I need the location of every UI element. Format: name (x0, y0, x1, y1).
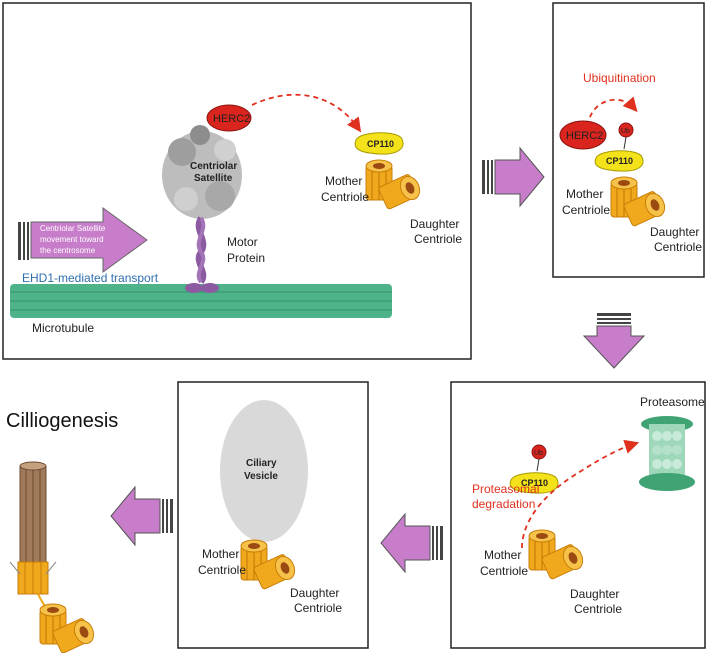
arrow-to-panel-2 (481, 147, 545, 207)
cp110-blob-2 (594, 150, 644, 172)
herc2-move-arrow (251, 93, 362, 133)
cp110-label-2: CP110 (606, 156, 633, 166)
microtubule-graphic (10, 284, 392, 318)
ub-label-2: Ub (621, 128, 630, 135)
centriolar-satellite-graphic (162, 125, 242, 219)
herc2-ellipse-2 (559, 120, 607, 150)
herc2-label-2: HERC2 (566, 130, 603, 142)
centriole-pair-1 (365, 159, 424, 211)
panel-4-frame (177, 381, 369, 649)
herc2-ellipse-1 (206, 104, 252, 132)
proteasome-graphic (639, 416, 695, 491)
ubiquitination-label: Ubiquitination (583, 71, 656, 85)
daughter-label-1a: Daughter (410, 217, 459, 231)
arrow-text-line3: the centrosome (40, 246, 96, 255)
motor-protein-graphic (185, 216, 219, 293)
microtubule-label: Microtubule (32, 321, 94, 335)
vesicle-label-line2: Vesicle (244, 471, 278, 482)
mother-label-1a: Mother (325, 174, 362, 188)
mother-label-1b: Centriole (321, 190, 369, 204)
daughter-label-2b: Centriole (654, 240, 702, 254)
mother-label-2a: Mother (566, 187, 603, 201)
arrow-text-line1: Centriolar Satellite (40, 224, 106, 233)
arrow-to-ciliogenesis (110, 486, 174, 546)
mother-label-4a: Mother (202, 547, 239, 561)
daughter-label-4b: Centriole (294, 601, 342, 615)
ubiquitination-arrow (587, 96, 638, 127)
daughter-label-3b: Centriole (574, 602, 622, 616)
ub-label-3: Ub (534, 450, 543, 457)
arrow-to-panel-4 (380, 513, 444, 573)
degradation-label-1: Proteasomal (472, 482, 539, 496)
cp110-blob-3 (509, 472, 559, 494)
cp110-blob-1 (354, 132, 404, 155)
satellite-label-line1: Centriolar (190, 161, 237, 172)
vesicle-label-line1: Ciliary (246, 458, 277, 469)
panel-1-frame (2, 2, 472, 360)
daughter-label-3a: Daughter (570, 587, 619, 601)
proteasome-label: Proteasome (640, 395, 705, 409)
daughter-label-4a: Daughter (290, 586, 339, 600)
mother-label-2b: Centriole (562, 203, 610, 217)
daughter-label-2a: Daughter (650, 225, 699, 239)
mother-label-3a: Mother (484, 548, 521, 562)
satellite-movement-arrow (18, 207, 148, 273)
centriole-pair-3 (528, 529, 587, 581)
daughter-label-1b: Centriole (414, 232, 462, 246)
mother-label-4b: Centriole (198, 563, 246, 577)
herc2-label-1: HERC2 (213, 113, 250, 125)
transport-label: EHD1-mediated transport (22, 271, 159, 285)
centriole-pair-4 (240, 539, 299, 591)
centriole-pair-2 (610, 176, 669, 228)
ciliary-vesicle-graphic (220, 400, 308, 542)
motor-label-line2: Protein (227, 251, 265, 265)
satellite-label-line2: Satellite (194, 173, 233, 184)
mother-label-3b: Centriole (480, 564, 528, 578)
cp110-label-1: CP110 (367, 139, 394, 149)
arrow-text-line2: movement toward (40, 235, 104, 244)
cilium-graphic (9, 461, 98, 653)
degradation-label-2: degradation (472, 497, 535, 511)
motor-label-line1: Motor (227, 235, 258, 249)
panel-3-frame (450, 381, 706, 649)
panel-2-frame (552, 2, 705, 278)
cp110-label-3: CP110 (521, 478, 548, 488)
arrow-to-panel-3 (582, 313, 646, 369)
ciliogenesis-title: Cilliogenesis (6, 410, 118, 432)
